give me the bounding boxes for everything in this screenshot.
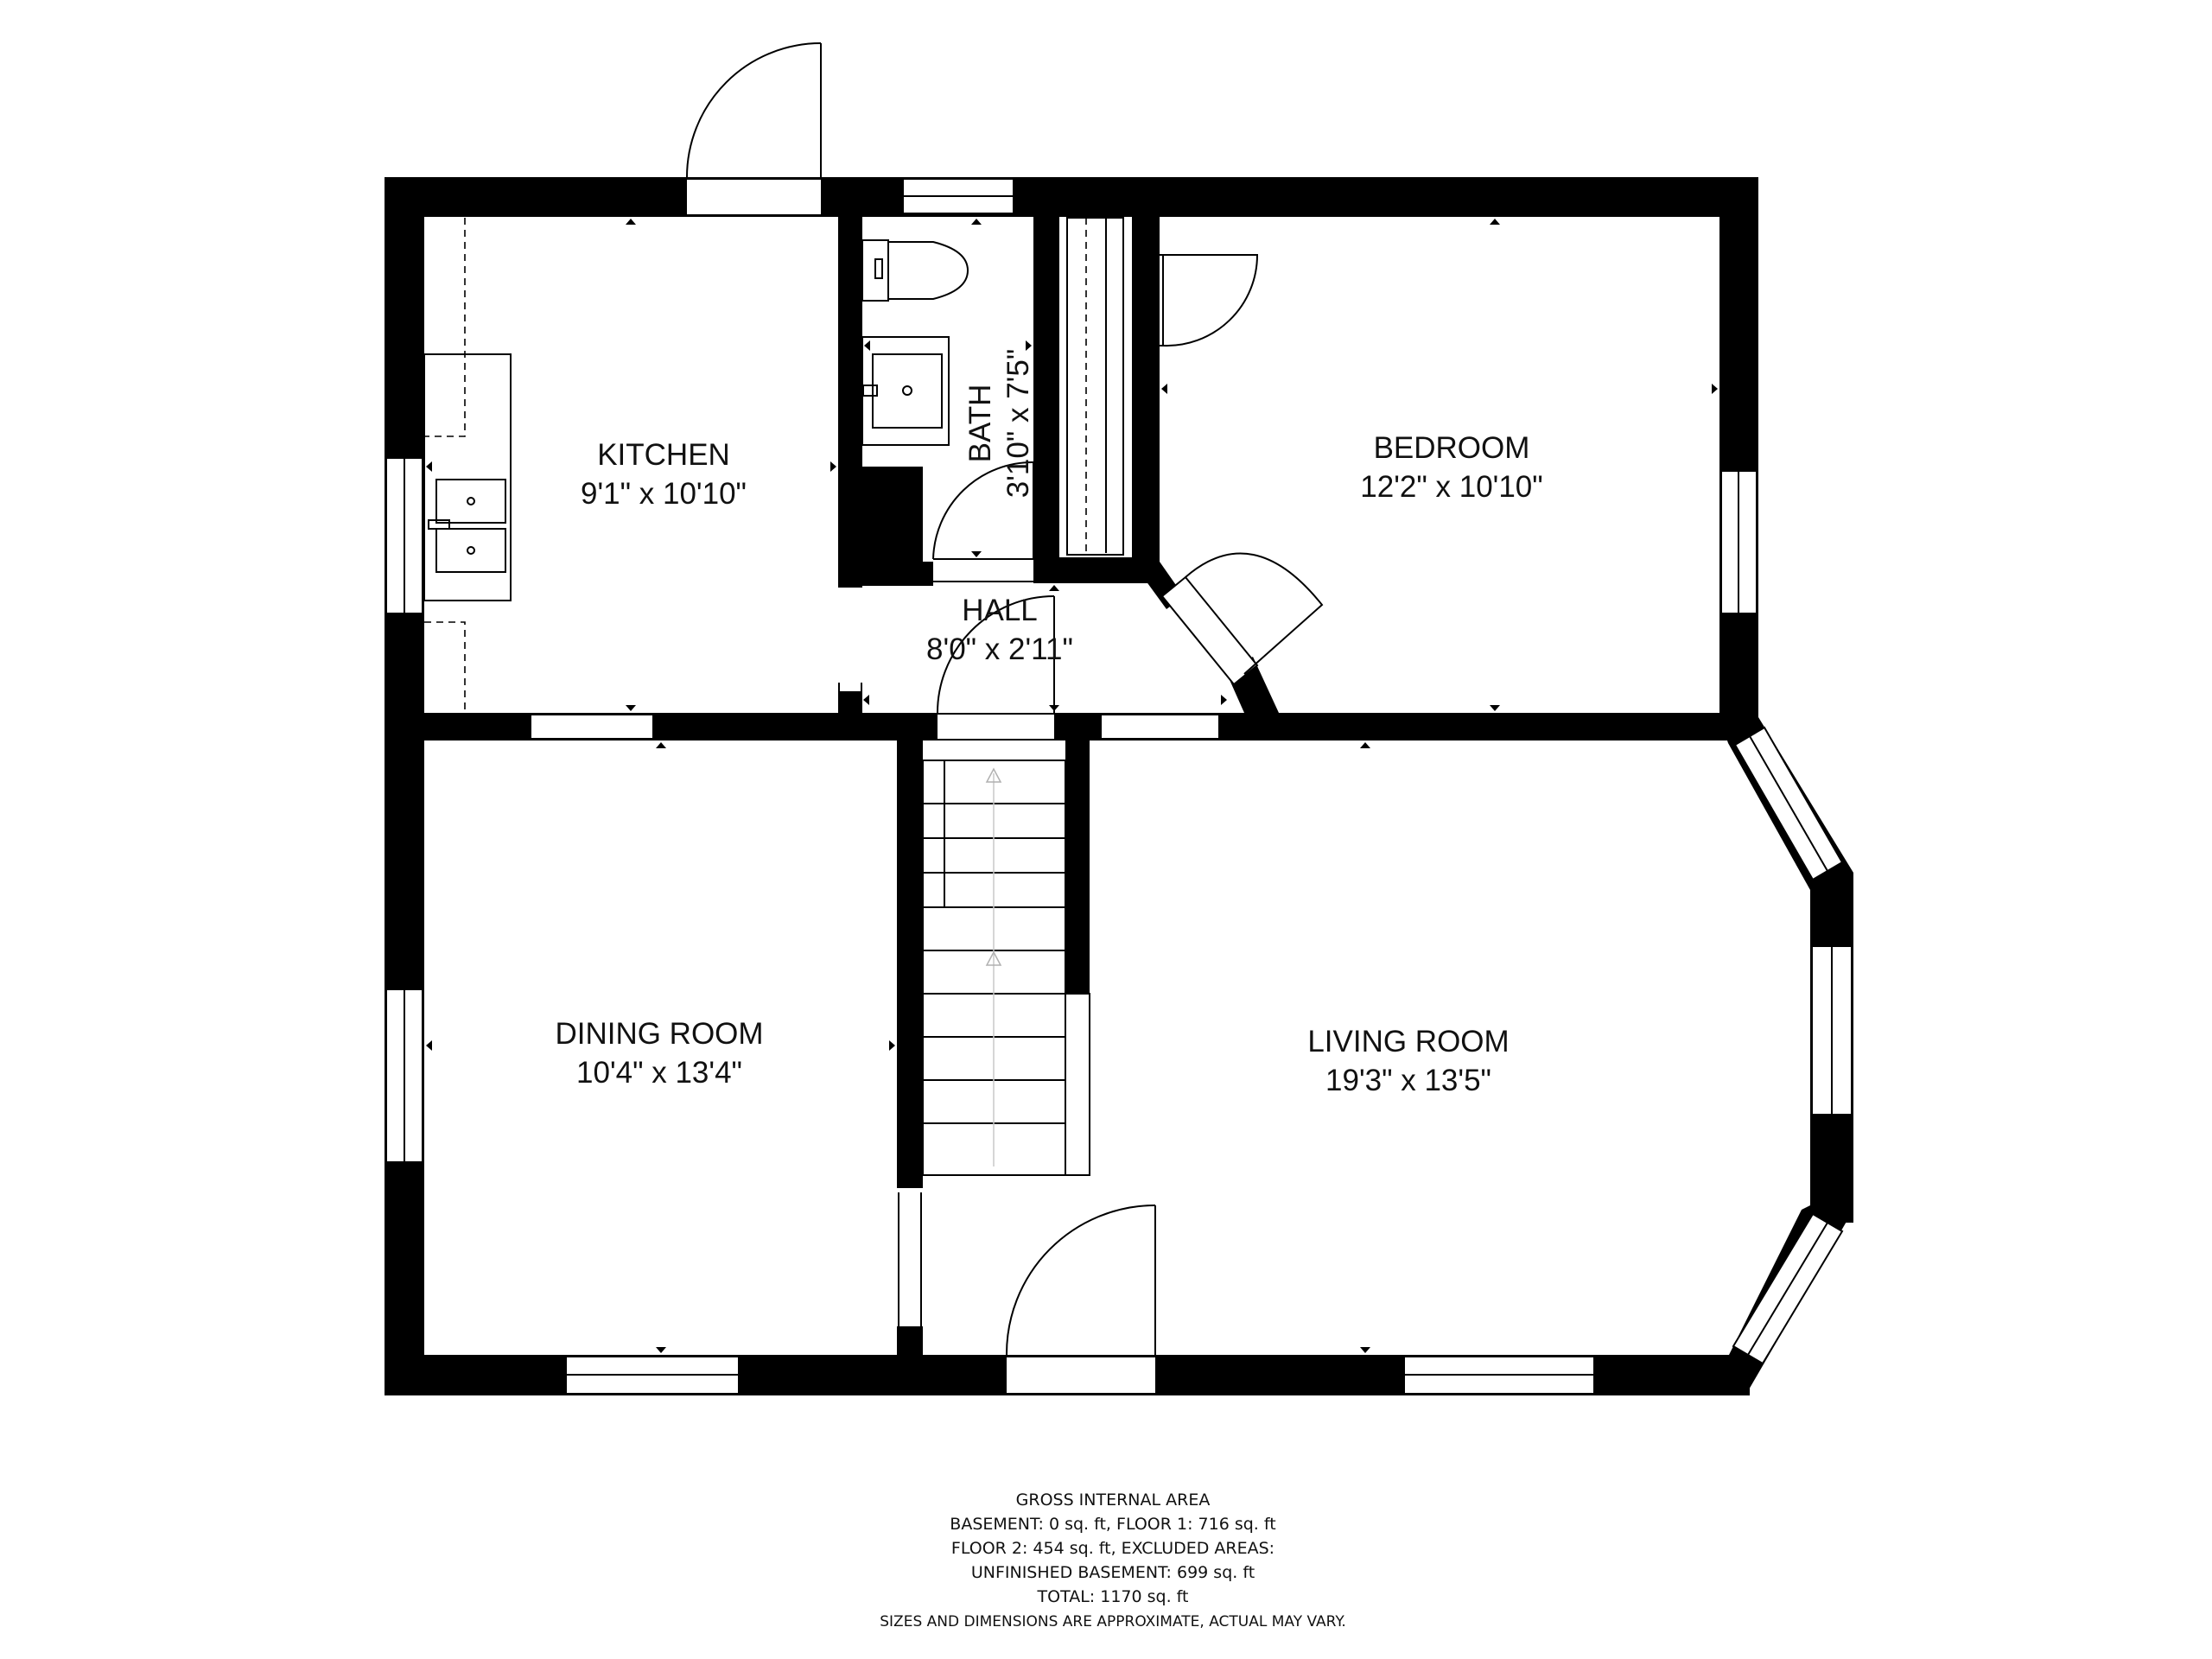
bedroom-dimensions: 12'2" x 10'10" bbox=[1360, 470, 1542, 504]
living-room-dimensions: 19'3" x 13'5" bbox=[1325, 1064, 1491, 1097]
kitchen-label: KITCHEN bbox=[597, 438, 730, 472]
area-total: TOTAL: 1170 sq. ft bbox=[1037, 1587, 1189, 1606]
dining-room-label: DINING ROOM bbox=[555, 1017, 763, 1051]
kitchen-fixtures bbox=[423, 218, 512, 713]
area-summary: GROSS INTERNAL AREA BASEMENT: 0 sq. ft, … bbox=[880, 1491, 1345, 1630]
area-line-1: BASEMENT: 0 sq. ft, FLOOR 1: 716 sq. ft bbox=[950, 1515, 1275, 1534]
interior-walls bbox=[385, 177, 1754, 1361]
openings bbox=[531, 178, 1218, 1395]
bath-label: BATH bbox=[963, 385, 997, 463]
hall-dimensions: 8'0" x 2'11" bbox=[926, 632, 1073, 666]
area-note: SIZES AND DIMENSIONS ARE APPROXIMATE, AC… bbox=[880, 1613, 1345, 1630]
area-title: GROSS INTERNAL AREA bbox=[1016, 1491, 1211, 1510]
area-line-2: FLOOR 2: 454 sq. ft, EXCLUDED AREAS: bbox=[951, 1539, 1274, 1558]
room-labels: KITCHEN 9'1" x 10'10" BATH 3'10" x 7'5" … bbox=[555, 349, 1542, 1097]
stairs bbox=[922, 760, 1090, 1176]
bath-fixtures bbox=[861, 239, 969, 446]
dining-room-dimensions: 10'4" x 13'4" bbox=[576, 1056, 742, 1090]
dimension-markers bbox=[426, 219, 1718, 1353]
living-room-label: LIVING ROOM bbox=[1307, 1025, 1509, 1058]
windows bbox=[385, 178, 1853, 1395]
closet-fixtures bbox=[1066, 217, 1124, 556]
hall-label: HALL bbox=[962, 594, 1038, 627]
kitchen-dimensions: 9'1" x 10'10" bbox=[581, 477, 747, 511]
exterior-walls bbox=[385, 177, 1853, 1395]
bedroom-label: BEDROOM bbox=[1374, 431, 1530, 465]
bath-dimensions: 3'10" x 7'5" bbox=[1001, 349, 1035, 499]
area-line-3: UNFINISHED BASEMENT: 699 sq. ft bbox=[971, 1563, 1255, 1582]
door-swings bbox=[686, 42, 1324, 1356]
